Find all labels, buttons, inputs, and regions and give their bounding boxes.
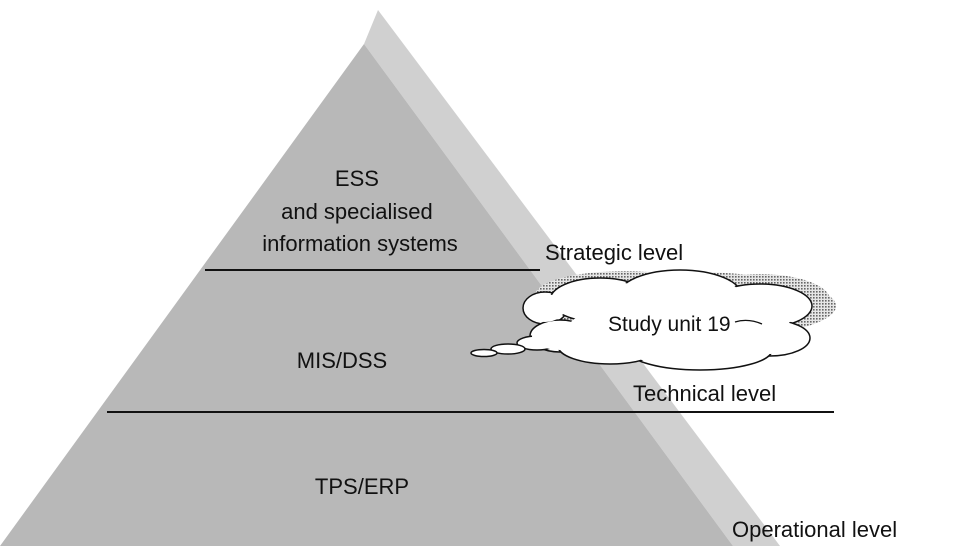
technical-level-label: Technical level: [633, 381, 776, 406]
ess-label: ESS and specialised information systems: [262, 166, 458, 256]
strategic-level-label: Strategic level: [545, 240, 683, 265]
tps-erp-label: TPS/ERP: [315, 474, 409, 499]
operational-level-label: Operational level: [732, 517, 897, 542]
study-unit-label: Study unit 19: [608, 313, 731, 336]
cloud-pointer-line: [734, 319, 763, 325]
pyramid-front-face: [0, 44, 733, 546]
mis-dss-label: MIS/DSS: [297, 348, 387, 373]
